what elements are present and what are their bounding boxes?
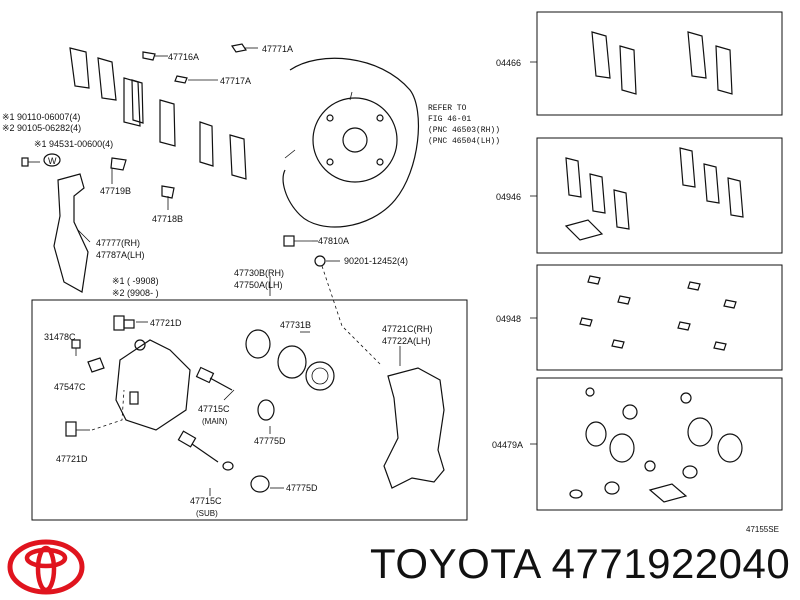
slide-pin-sub <box>177 430 234 471</box>
label-47721d-b: 47721D <box>56 454 88 464</box>
label-note2: ※2 90105-06282(4) <box>2 123 81 133</box>
label-47777: 47777(RH) <box>96 238 140 248</box>
kit-box-04466 <box>536 11 783 116</box>
bolt-w <box>21 153 61 167</box>
label-47721c: 47721C(RH) <box>382 324 433 334</box>
label-refer2: FIG 46-01 <box>428 115 471 124</box>
kit-04466-contents <box>591 31 733 95</box>
label-47810a: 47810A <box>318 236 349 246</box>
kit-box-04948 <box>536 264 783 371</box>
label-47716a: 47716A <box>168 52 199 62</box>
nut-90201 <box>314 255 326 267</box>
boot-47775d-a <box>257 399 275 421</box>
boot-47775d-b <box>250 475 270 493</box>
backing-plate <box>282 57 419 228</box>
kit-box-04946 <box>536 137 783 254</box>
kit-04948-contents <box>579 275 737 351</box>
leader-lines <box>77 47 537 496</box>
label-04948: 04948 <box>496 314 521 324</box>
label-04479a: 04479A <box>492 440 523 450</box>
label-04946: 04946 <box>496 192 521 202</box>
bleeder-31478c <box>71 339 81 356</box>
kit-04479a-contents <box>569 387 743 503</box>
label-47750a: 47750A(LH) <box>234 280 283 290</box>
label-47718b: 47718B <box>152 214 183 224</box>
label-range1: ※1 ( -9908) <box>112 276 159 286</box>
label-47730b: 47730B(RH) <box>234 268 284 278</box>
label-31478c: 31478C <box>44 332 76 342</box>
brake-pads-group <box>69 47 247 180</box>
label-90201: 90201-12452(4) <box>344 256 408 266</box>
anti-squeal-clips <box>110 43 247 199</box>
label-47731b: 47731B <box>280 320 311 330</box>
label-47775d-b: 47775D <box>286 483 318 493</box>
kit-04946-contents <box>564 147 744 241</box>
slide-pin-main <box>195 366 233 391</box>
label-47787a: 47787A(LH) <box>96 250 145 260</box>
caliper-bracket <box>383 367 445 489</box>
label-47771a: 47771A <box>262 44 293 54</box>
label-47719b: 47719B <box>100 186 131 196</box>
label-main: (MAIN) <box>202 417 228 426</box>
bolt-47721d-bottom <box>65 421 90 437</box>
label-47722a: 47722A(LH) <box>382 336 431 346</box>
label-47721d-a: 47721D <box>150 318 182 328</box>
label-refer3: (PNC 46503(RH)) <box>428 126 500 135</box>
dashed-leader-caliper <box>91 389 125 431</box>
label-refer1: REFER TO <box>428 104 467 113</box>
label-47775d-a: 47775D <box>254 436 286 446</box>
label-sub: (SUB) <box>196 509 218 518</box>
label-w: W <box>48 156 57 166</box>
brand-part-caption: TOYOTA 4771922040 <box>370 540 791 587</box>
piston <box>277 345 307 379</box>
bolt-47810a <box>283 235 312 247</box>
label-04466: 04466 <box>496 58 521 68</box>
seal-ring <box>245 329 271 359</box>
bolt-47721d-top <box>113 315 135 331</box>
label-range2: ※2 (9908- ) <box>112 288 159 298</box>
caliper-body <box>115 339 191 431</box>
label-47715c-b: 47715C <box>190 496 222 506</box>
toyota-logo-icon <box>7 539 85 595</box>
dust-shield-47777 <box>53 173 89 293</box>
label-note1: ※1 90110-06007(4) <box>2 112 80 122</box>
label-94531: ※1 94531-00600(4) <box>34 139 113 149</box>
label-refer4: (PNC 46504(LH)) <box>428 137 500 146</box>
label-47547c: 47547C <box>54 382 86 392</box>
label-figure-number: 47155SE <box>746 525 779 534</box>
cap-47547c <box>87 357 105 373</box>
boot-ring <box>305 361 335 391</box>
label-47715c-a: 47715C <box>198 404 230 414</box>
caliper-group-box <box>31 299 468 521</box>
dashed-leader-nut <box>321 265 383 367</box>
label-47717a: 47717A <box>220 76 251 86</box>
